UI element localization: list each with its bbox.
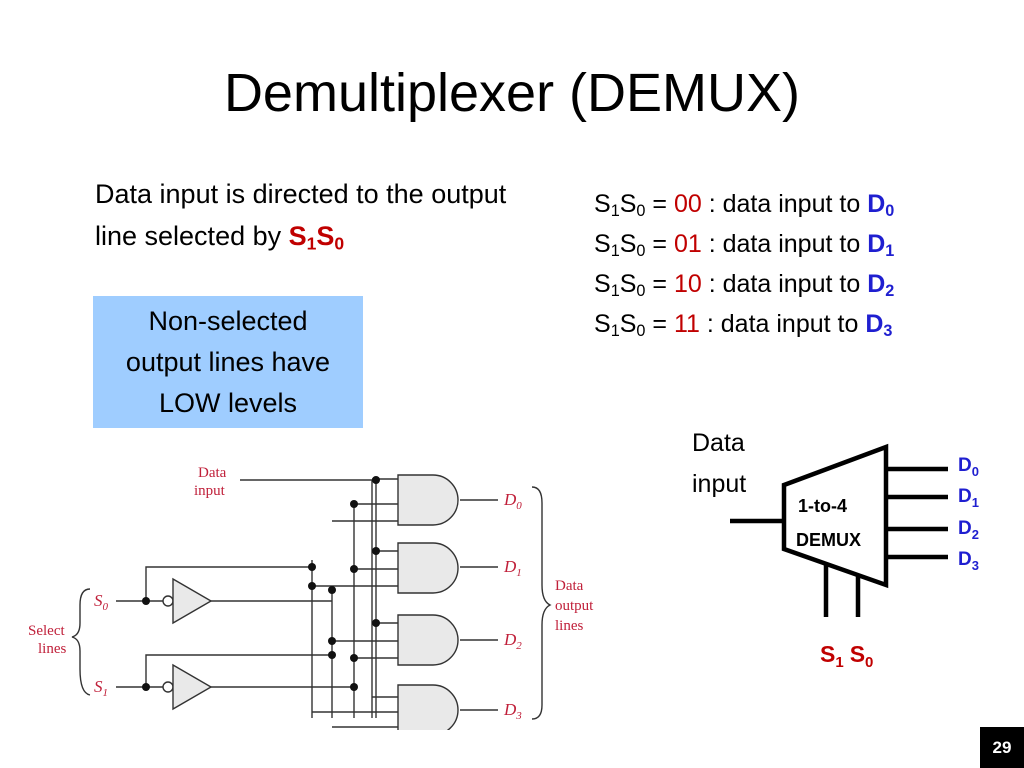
mapping-row-2: S1S0 = 10 : data input to D2 xyxy=(594,270,895,301)
block-label-1: 1-to-4 xyxy=(798,496,847,516)
inverters xyxy=(162,577,213,711)
svg-text:lines: lines xyxy=(38,641,66,657)
logic-d0-label: D0 xyxy=(503,490,522,512)
mapping-row-3: S1S0 = 11 : data input to D3 xyxy=(594,310,893,341)
selection-mapping: S1S0 = 00 : data input to D0 S1S0 = 01 :… xyxy=(594,184,894,344)
note-box: Non-selected output lines have LOW level… xyxy=(93,296,363,428)
mapping-row-1: S1S0 = 01 : data input to D1 xyxy=(594,230,895,261)
block-d2: D2 xyxy=(958,518,979,542)
junction-dots xyxy=(142,476,380,691)
svg-text:lines: lines xyxy=(555,618,583,634)
demux-logic-diagram: Data input Select lines Data output line… xyxy=(28,465,594,730)
logic-d3-label: D3 xyxy=(503,700,522,722)
s0-label: S0 xyxy=(94,591,109,613)
page-number: 29 xyxy=(980,727,1024,768)
and-gates xyxy=(397,474,459,730)
block-label-2: DEMUX xyxy=(796,530,861,550)
block-d1: D1 xyxy=(958,486,979,510)
s1-label: S1 xyxy=(94,677,108,699)
intro-text: Data input is directed to the output lin… xyxy=(95,179,507,254)
block-d3: D3 xyxy=(958,549,979,573)
block-data-input-label: Data xyxy=(692,429,745,457)
data-input-label: Data xyxy=(198,465,227,481)
logic-d2-label: D2 xyxy=(503,630,522,652)
output-lines-label: Data xyxy=(555,578,584,594)
slide-title: Demultiplexer (DEMUX) xyxy=(223,63,801,123)
select-lines-label: Select xyxy=(28,623,65,639)
block-d0: D0 xyxy=(958,455,979,479)
mapping-row-0: S1S0 = 00 : data input to D0 xyxy=(594,190,895,221)
svg-text:input: input xyxy=(692,470,746,498)
logic-d1-label: D1 xyxy=(503,557,522,579)
svg-text:output: output xyxy=(555,598,594,614)
svg-text:input: input xyxy=(194,483,226,499)
select-lines-ref: S1S0 xyxy=(288,221,345,254)
